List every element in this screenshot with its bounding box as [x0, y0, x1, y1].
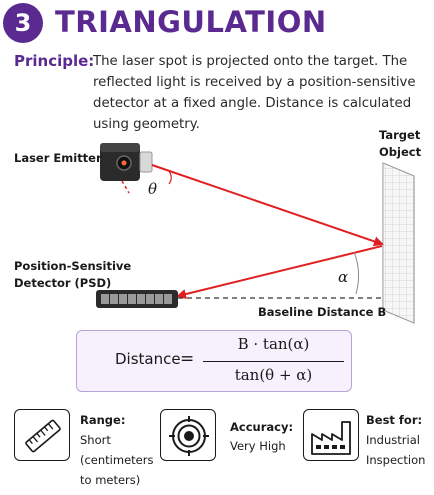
range-value: Short (centimeters to meters) — [80, 430, 153, 490]
formula-lhs: Distance — [115, 350, 181, 368]
target-label-line2: Object — [379, 145, 422, 159]
range-label: Range: — [80, 413, 126, 427]
theta-symbol: θ — [148, 180, 158, 198]
formula-denominator: tan(θ + α) — [234, 366, 313, 384]
alpha-arc — [353, 251, 360, 295]
factory-icon — [303, 409, 359, 461]
formula-fraction-bar — [203, 361, 344, 363]
best-for-label: Best for: — [366, 413, 423, 427]
psd-label-line2: Detector (PSD) — [14, 276, 112, 290]
emitter-guide-line — [121, 180, 130, 194]
best-for-line2: Inspection — [366, 453, 426, 467]
ruler-icon — [14, 409, 70, 461]
principle-label: Principle: — [14, 52, 95, 70]
laser-emitter-label: Laser Emitter — [14, 151, 102, 165]
section-number-badge: 3 — [3, 3, 43, 43]
baseline-label: Baseline Distance B — [258, 305, 387, 319]
formula-numerator: B · tan(α) — [237, 335, 310, 353]
psd-label-line1: Position-Sensitive — [14, 259, 132, 273]
principle-text: The laser spot is projected onto the tar… — [93, 54, 416, 132]
laser-beam — [151, 164, 384, 247]
psd-label: Position-Sensitive Detector (PSD) — [14, 258, 131, 292]
target-label: Target Object — [379, 127, 422, 161]
laser-emitter-device — [100, 143, 153, 181]
best-for-line1: Industrial — [366, 433, 420, 447]
range-line3: to meters) — [80, 473, 141, 487]
range-line1: Short — [80, 433, 111, 447]
best-for-value: Industrial Inspection — [366, 430, 425, 470]
accuracy-value: Very High — [230, 439, 286, 453]
target-label-line1: Target — [379, 128, 421, 142]
reflected-beam — [176, 245, 383, 299]
formula-equals: = — [180, 349, 195, 369]
target-icon — [160, 409, 216, 461]
formula-box: Distance = B · tan(α) tan(θ + α) — [76, 330, 352, 392]
alpha-symbol: α — [338, 268, 349, 286]
range-line2: (centimeters — [80, 453, 154, 467]
page-title: TRIANGULATION — [55, 5, 327, 39]
theta-arc — [167, 169, 172, 185]
psd-device — [96, 290, 178, 308]
target-object-panel — [382, 162, 415, 324]
accuracy-label: Accuracy: — [230, 420, 294, 434]
